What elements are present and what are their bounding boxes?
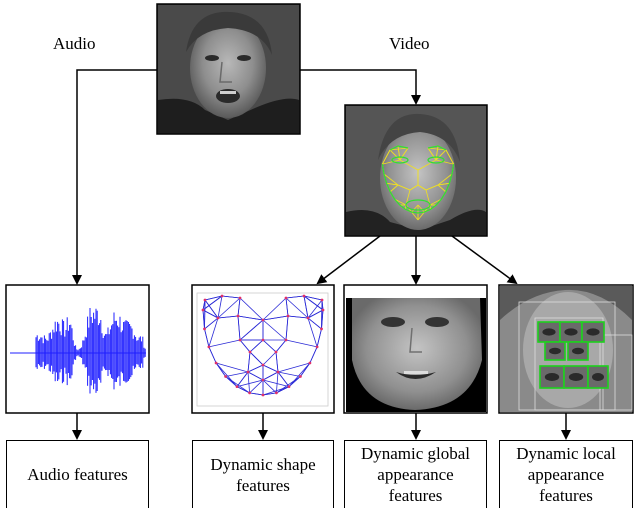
- dynamic-global-features-box: Dynamic global appearance features: [344, 440, 487, 508]
- audio-features-box: Audio features: [6, 440, 149, 508]
- dynamic-local-features-box: Dynamic local appearance features: [499, 440, 633, 508]
- dynamic-local-features-label: Dynamic local appearance features: [516, 444, 616, 505]
- landmark-tracking-frame: [344, 104, 488, 237]
- audio-features-label: Audio features: [27, 465, 128, 484]
- video-label: Video: [389, 34, 430, 53]
- dynamic-shape-features-label: Dynamic shape features: [210, 454, 316, 495]
- flow-arrows: [72, 69, 571, 440]
- dynamic-global-features-label: Dynamic global appearance features: [360, 444, 471, 505]
- shape-mesh-panel: [191, 284, 335, 414]
- local-appearance-panel: [498, 284, 634, 414]
- dynamic-shape-features-box: Dynamic shape features: [192, 440, 334, 508]
- audio-label: Audio: [53, 34, 96, 53]
- audio-waveform-panel: [5, 284, 150, 414]
- global-appearance-panel: [343, 284, 488, 414]
- source-video-frame: [156, 3, 301, 135]
